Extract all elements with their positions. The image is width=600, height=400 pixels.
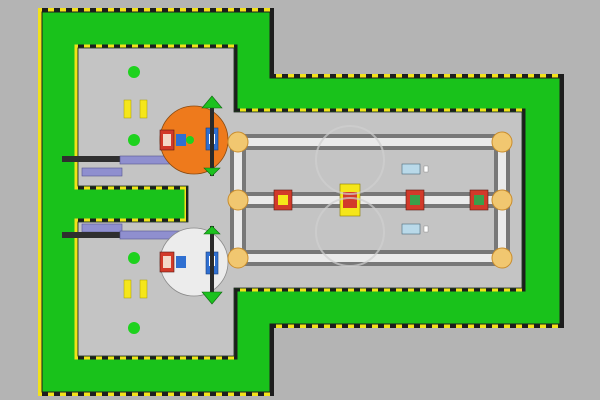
station-1 bbox=[273, 189, 293, 211]
station-4 bbox=[469, 189, 489, 211]
upper-sensor-box bbox=[401, 163, 429, 175]
station-2 bbox=[339, 183, 361, 217]
work-area-inner-border bbox=[74, 44, 526, 360]
lower-indicator-light-bottom bbox=[128, 322, 140, 334]
upper-loading-rack bbox=[62, 155, 205, 177]
upper-indicator-light-top bbox=[128, 66, 140, 78]
station-3 bbox=[405, 189, 425, 211]
lower-indicator-light-top bbox=[128, 252, 140, 264]
upper-part-markers bbox=[123, 99, 148, 119]
lower-sensor-box bbox=[401, 223, 429, 235]
lower-direction-arrow-icon bbox=[201, 225, 223, 305]
roller-units bbox=[227, 131, 513, 269]
conveyor-loop bbox=[230, 134, 510, 266]
upper-direction-arrow-icon bbox=[201, 95, 223, 177]
upper-indicator-light-bottom bbox=[128, 134, 140, 146]
watermark-logo bbox=[315, 125, 385, 267]
lower-part-markers bbox=[123, 279, 148, 299]
safety-fence-outer-edge bbox=[38, 8, 564, 396]
